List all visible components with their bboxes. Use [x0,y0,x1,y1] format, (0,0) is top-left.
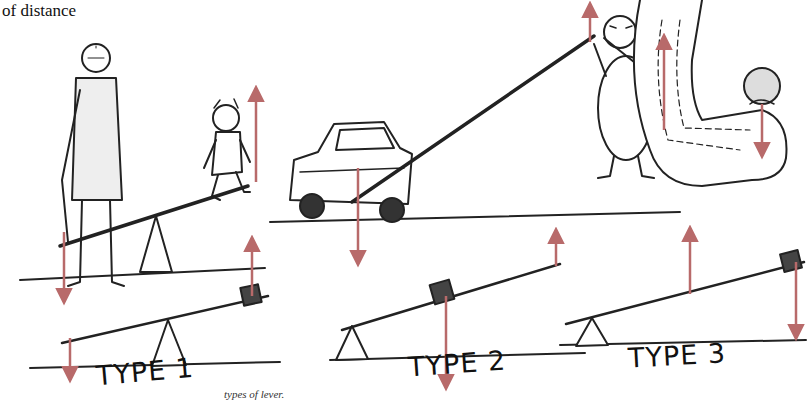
lever-type-label: TYPE 1 [95,352,195,391]
seesaw-scene-part [212,172,250,200]
forearm-scene-part [634,0,787,186]
forearm-scene-part [744,68,780,104]
lever-type-label: TYPE 3 [627,337,727,373]
lever-illustration-part [20,0,806,368]
type2-schematic-part [342,264,560,330]
type3-schematic-part [566,262,804,324]
seesaw-scene-part [214,99,238,108]
car-lever-scene-part [598,156,654,178]
type2-schematic-part [430,280,455,305]
type3-schematic-part [576,318,608,346]
seesaw-scene-part [213,105,239,131]
type2-schematic [330,264,585,360]
force-arrows-part [69,338,72,380]
car-lever-scene-part [336,128,394,150]
force-arrows-part [795,262,798,338]
forearm-scene-part [658,20,740,150]
car-lever-scene-part [604,16,636,48]
seesaw-scene-part [140,216,172,272]
car-lever-scene-part [300,168,404,172]
car-lever-scene [270,16,680,222]
seesaw-scene-part [88,46,104,58]
seesaw-scene-part [82,44,110,72]
type3-schematic-part [780,250,802,272]
car-lever-scene-part [300,194,324,218]
seesaw-scene-part [68,200,124,286]
forearm-scene-part [677,20,750,130]
forearm-scene [634,0,787,186]
type2-schematic-part [336,326,368,360]
figure-caption: types of lever. [224,388,284,400]
seesaw-scene-part [62,90,80,242]
type3-schematic [560,250,806,346]
seesaw-scene-part [204,140,250,168]
force-arrows-part [63,232,66,302]
car-lever-scene-part [270,212,680,222]
force-arrows-part [357,168,360,264]
car-lever-scene-part [610,26,632,28]
lever-type-label: TYPE 2 [407,345,507,383]
forearm-scene-part [750,100,774,104]
force-arrows-part [255,88,258,182]
seesaw-scene [20,44,265,286]
text-fragment: of distance [2,1,76,21]
car-lever-scene-part [352,36,594,202]
force-arrows-part [663,36,666,130]
car-lever-scene-part [290,122,412,204]
force-arrows [64,4,796,388]
seesaw-scene-part [212,132,242,175]
force-arrows-part [689,228,692,294]
car-lever-scene-part [380,198,404,222]
force-arrows-part [251,238,254,296]
force-arrows-part [761,104,764,156]
force-arrows-part [589,4,592,42]
force-arrows-part [555,230,558,266]
